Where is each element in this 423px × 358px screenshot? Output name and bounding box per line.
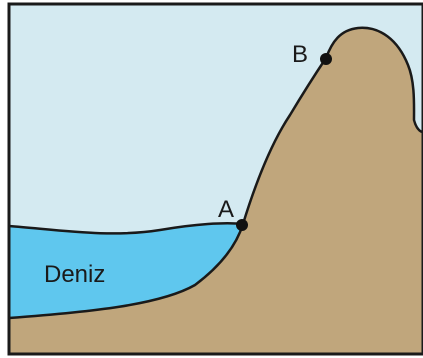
sea-surface-line <box>8 222 244 235</box>
point-a-label: A <box>218 196 234 223</box>
sea-area <box>9 223 243 318</box>
point-b-label: B <box>292 41 308 68</box>
sea-label: Deniz <box>44 261 105 288</box>
frame-border <box>7 2 423 356</box>
land-outline <box>8 26 423 320</box>
land-area <box>9 27 423 355</box>
point-b-marker <box>320 53 332 65</box>
point-a-marker <box>236 219 248 231</box>
